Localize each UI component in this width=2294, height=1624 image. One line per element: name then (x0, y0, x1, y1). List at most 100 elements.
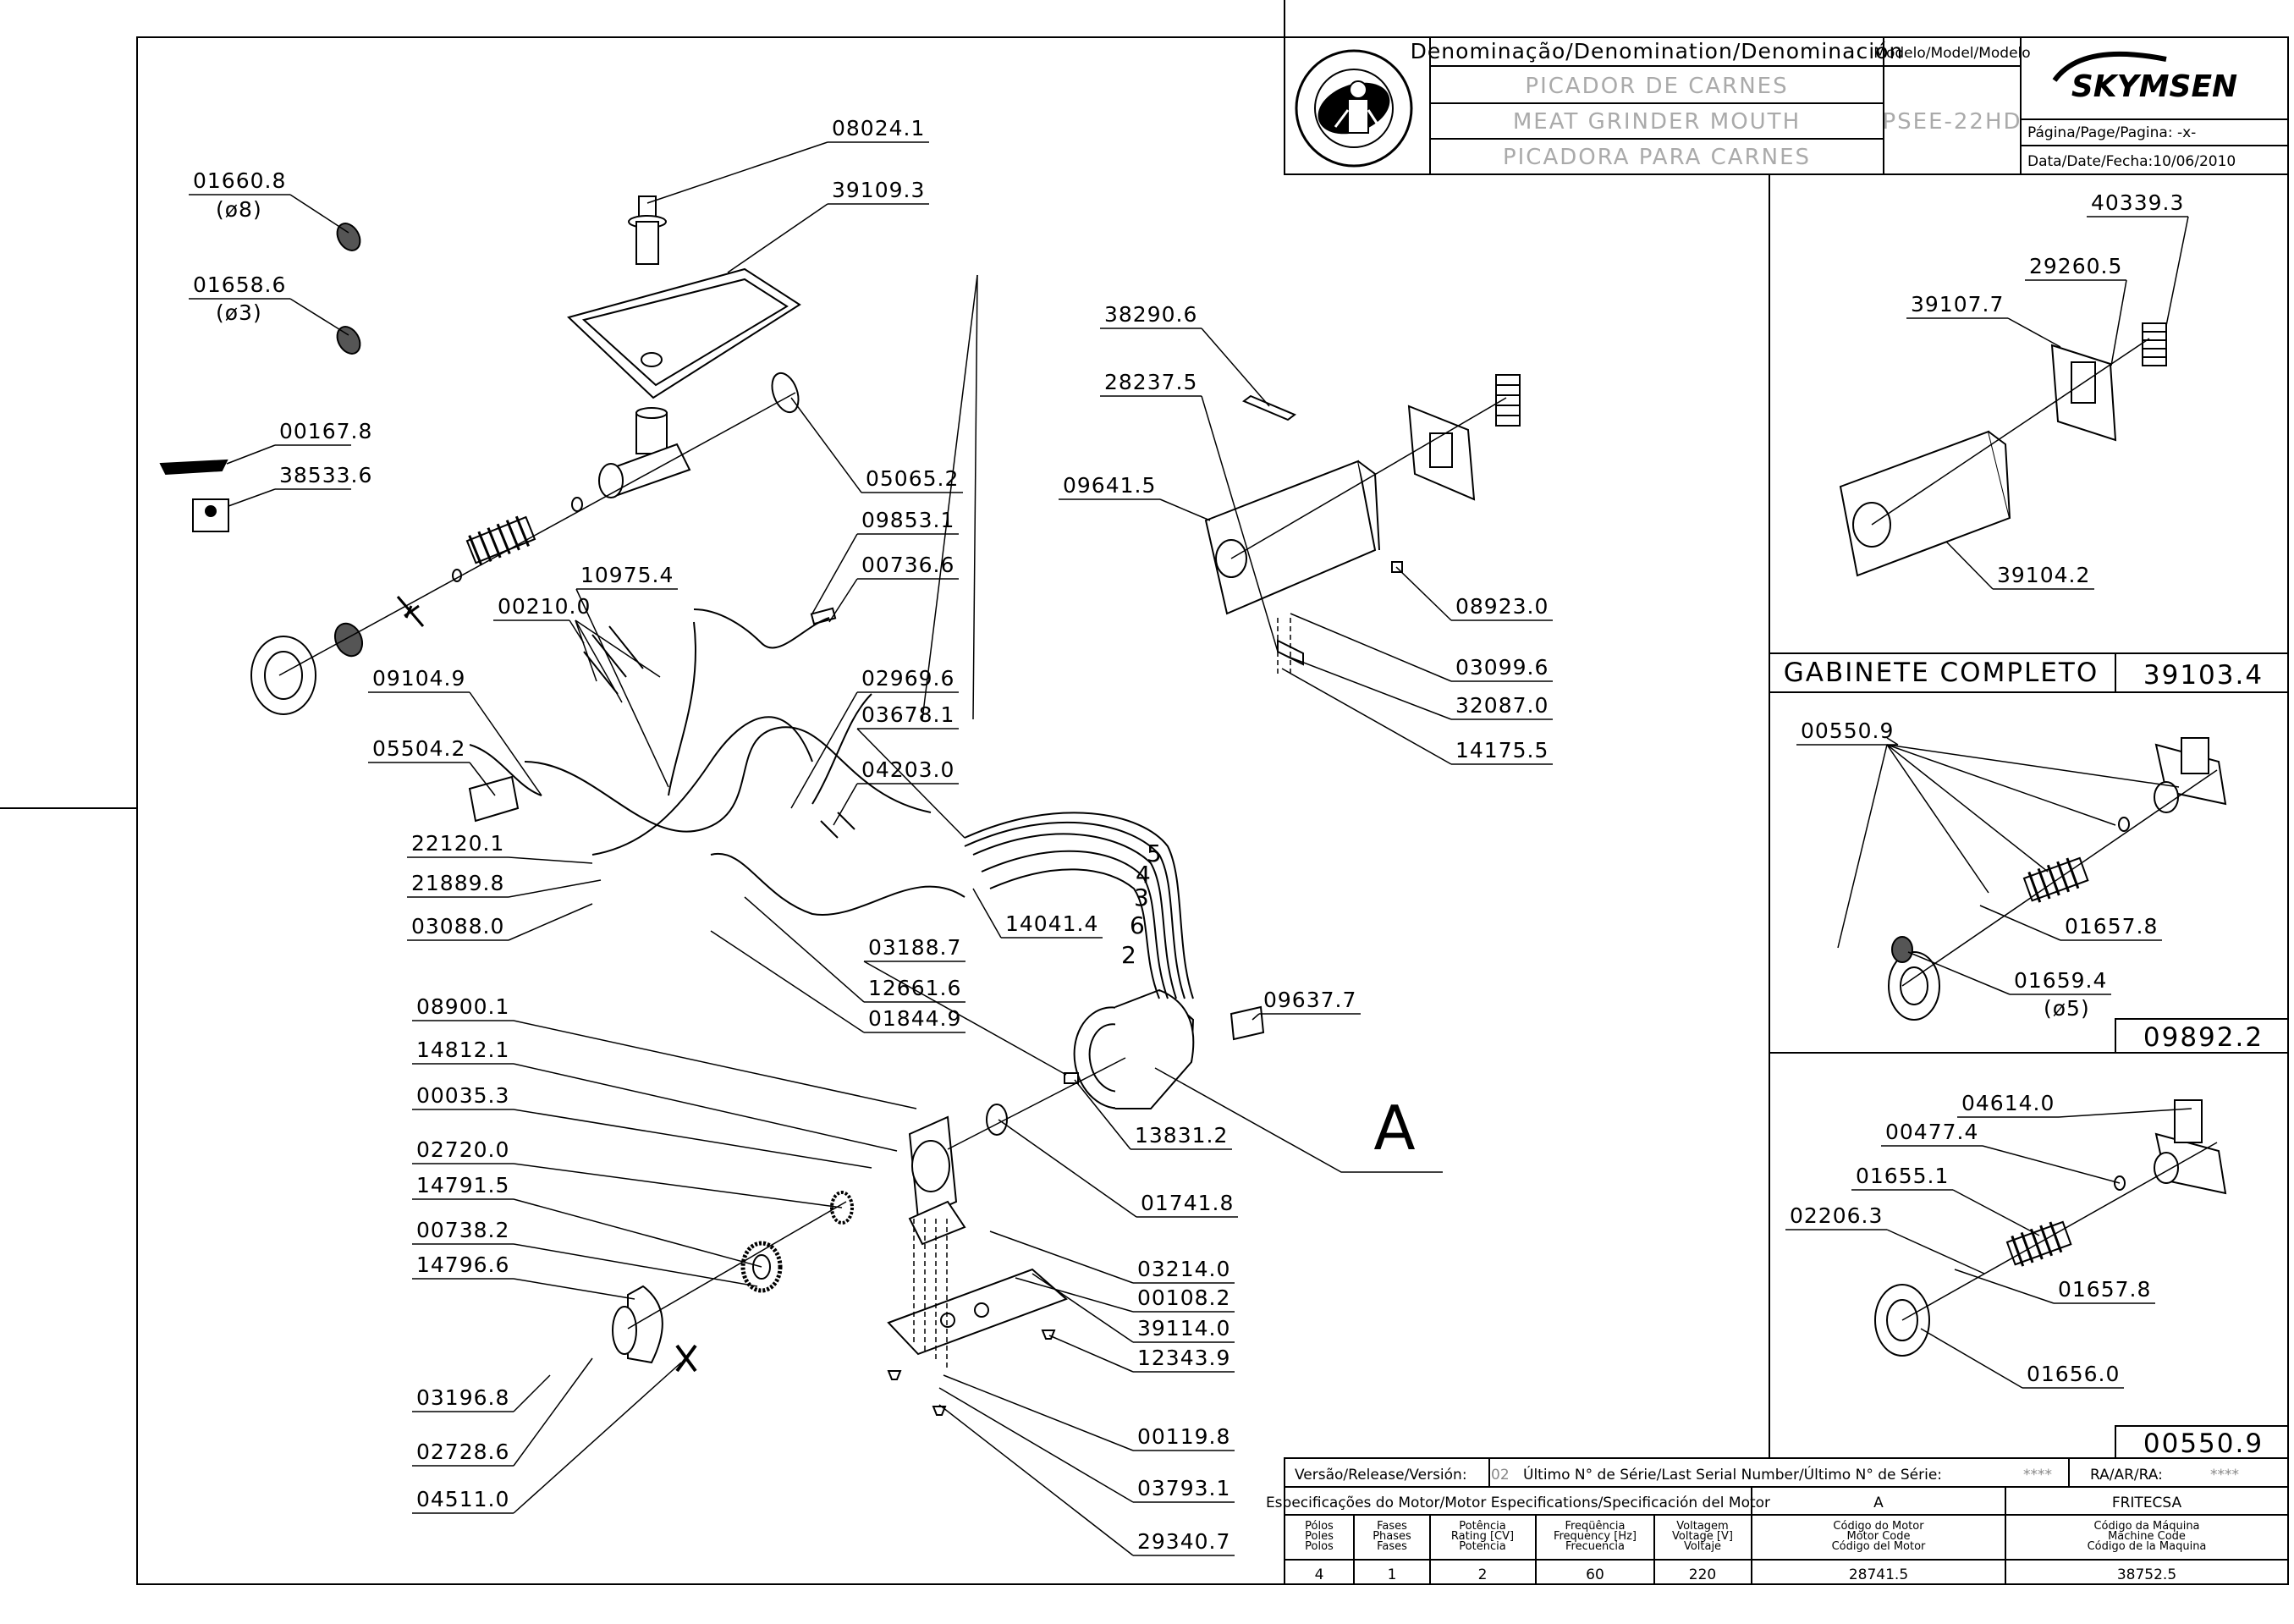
leader-line (513, 1163, 843, 1208)
leader-line (513, 1362, 682, 1514)
part-label-00119-8: 00119.8 (1137, 1424, 1230, 1449)
leader-line (790, 691, 858, 809)
part-label-13831-2: 13831.2 (1135, 1123, 1228, 1148)
leader-line (1886, 1229, 1985, 1274)
leader-line (811, 533, 858, 614)
leader-line (575, 588, 669, 788)
leader-line (790, 397, 862, 493)
leader-line (1048, 1335, 1134, 1373)
part-label-32087-0: 32087.0 (1455, 693, 1549, 718)
leader-line (1886, 744, 2116, 826)
leader-line (513, 1109, 872, 1169)
title-block (1284, 36, 2289, 175)
part-label-01657-8-a: 01657.8 (2065, 914, 2158, 939)
part-label-04614-0: 04614.0 (1961, 1091, 2055, 1115)
leader-line (2165, 216, 2189, 327)
leader-line (710, 930, 865, 1033)
title-name-es: PICADORA PARA CARNES (1503, 145, 1811, 170)
spec-header: Potencia (1459, 1540, 1505, 1553)
leader-line (1886, 744, 2180, 788)
title-header: Denominação/Denomination/Denominación (1411, 39, 1904, 63)
part-label-03196-8: 03196.8 (416, 1385, 509, 1410)
leader-line (469, 691, 542, 796)
part-label-14796-6: 14796.6 (416, 1252, 509, 1277)
leader-line (513, 1374, 551, 1412)
part-label-02206-3: 02206.3 (1790, 1203, 1883, 1228)
part-label-03214-0: 03214.0 (1137, 1257, 1230, 1281)
part-label-02728-6: 02728.6 (416, 1440, 509, 1464)
title-model-header: Modelo/Model/Modelo (1873, 45, 2030, 62)
part-label-12661-6: 12661.6 (868, 976, 961, 1000)
leader-line (1982, 1145, 2121, 1184)
part-label-22120-1: 22120.1 (411, 831, 504, 856)
part-label-01655-1: 01655.1 (1856, 1164, 1949, 1188)
spec-value: 28741.5 (1849, 1566, 1908, 1583)
ra-value: **** (2210, 1467, 2239, 1484)
part-label-08923-0: 08923.0 (1455, 594, 1549, 619)
leader-line (575, 619, 661, 678)
leader-line (508, 879, 602, 898)
spec-value: 2 (1478, 1566, 1488, 1583)
leader-line (1886, 737, 1899, 746)
part-label-01657-8-b: 01657.8 (2058, 1277, 2151, 1302)
skymsen-brand-logo: SKYMSEN (2071, 69, 2237, 104)
title-date: Data/Date/Fecha:10/06/2010 (2027, 153, 2236, 170)
leader-line (2110, 279, 2127, 366)
part-label-01741-8: 01741.8 (1141, 1191, 1234, 1215)
motor-callout-leader (1154, 1067, 1443, 1173)
serial-value: **** (2023, 1467, 2052, 1484)
part-label-00035-3: 00035.3 (416, 1083, 509, 1108)
leader-line (575, 619, 597, 682)
leader-line (513, 1198, 762, 1268)
leader-line (1159, 498, 1211, 521)
part-label-00477-4: 00477.4 (1885, 1120, 1978, 1144)
leader-line (513, 1243, 758, 1287)
part-label-12343-9: 12343.9 (1137, 1346, 1230, 1370)
part-label-01844-9: 01844.9 (868, 1006, 961, 1031)
leader-line (828, 578, 858, 623)
leader-line (943, 1374, 1134, 1451)
leader-line (1074, 1079, 1131, 1150)
gabinete-label: GABINETE COMPLETO (1784, 658, 2099, 688)
spec-header: Fases (1377, 1540, 1407, 1553)
part-label-01660-8-sub: (ø8) (216, 197, 262, 222)
part-label-04511-0: 04511.0 (416, 1487, 509, 1511)
leader-line (289, 298, 349, 336)
manufacturer: FRITECSA (2112, 1495, 2182, 1511)
leader-line (646, 141, 828, 204)
spec-header: Poles (1305, 1530, 1334, 1543)
part-label-10975-4: 10975.4 (580, 563, 674, 587)
part-label-00108-2: 00108.2 (1137, 1285, 1230, 1310)
leader-line (938, 1387, 1134, 1503)
parts-artwork (159, 195, 2227, 1416)
kit2-code: 00550.9 (2143, 1429, 2264, 1459)
wiring-harness (469, 608, 1194, 999)
leader-line (1907, 951, 2011, 995)
leader-line (744, 896, 865, 1003)
part-label-14791-5: 14791.5 (416, 1173, 509, 1197)
leader-line (1979, 905, 2061, 941)
part-label-00738-2: 00738.2 (416, 1218, 509, 1242)
part-label-01659-4: 01659.4 (2014, 968, 2107, 993)
authorized-service-seal-logo (1295, 49, 1413, 168)
part-label-39114-0: 39114.0 (1137, 1316, 1230, 1340)
wire-number: 6 (1130, 911, 1145, 939)
spec-header: Código do Motor (1833, 1520, 1924, 1533)
leader-line (469, 762, 496, 796)
part-label-09641-5: 09641.5 (1063, 473, 1156, 498)
part-label-03678-1: 03678.1 (861, 702, 954, 727)
leader-line (1837, 744, 1888, 949)
spec-header: Fases (1377, 1520, 1407, 1533)
wire-number: 3 (1134, 884, 1149, 911)
part-label-09104-9: 09104.9 (372, 666, 465, 691)
title-name-pt: PICADOR DE CARNES (1525, 74, 1788, 99)
spec-header: Pólos (1305, 1520, 1334, 1533)
part-label-39104-2: 39104.2 (1997, 563, 2090, 587)
part-label-28237-5: 28237.5 (1104, 370, 1197, 394)
version-label: Versão/Release/Versión: (1295, 1467, 1467, 1484)
kit1-code: 09892.2 (2143, 1022, 2264, 1053)
motor-spec-label: Especificações do Motor/Motor Especifica… (1266, 1495, 1770, 1511)
part-label-01659-4-sub: (ø5) (2044, 996, 2090, 1021)
part-label-00210-0: 00210.0 (498, 594, 591, 619)
